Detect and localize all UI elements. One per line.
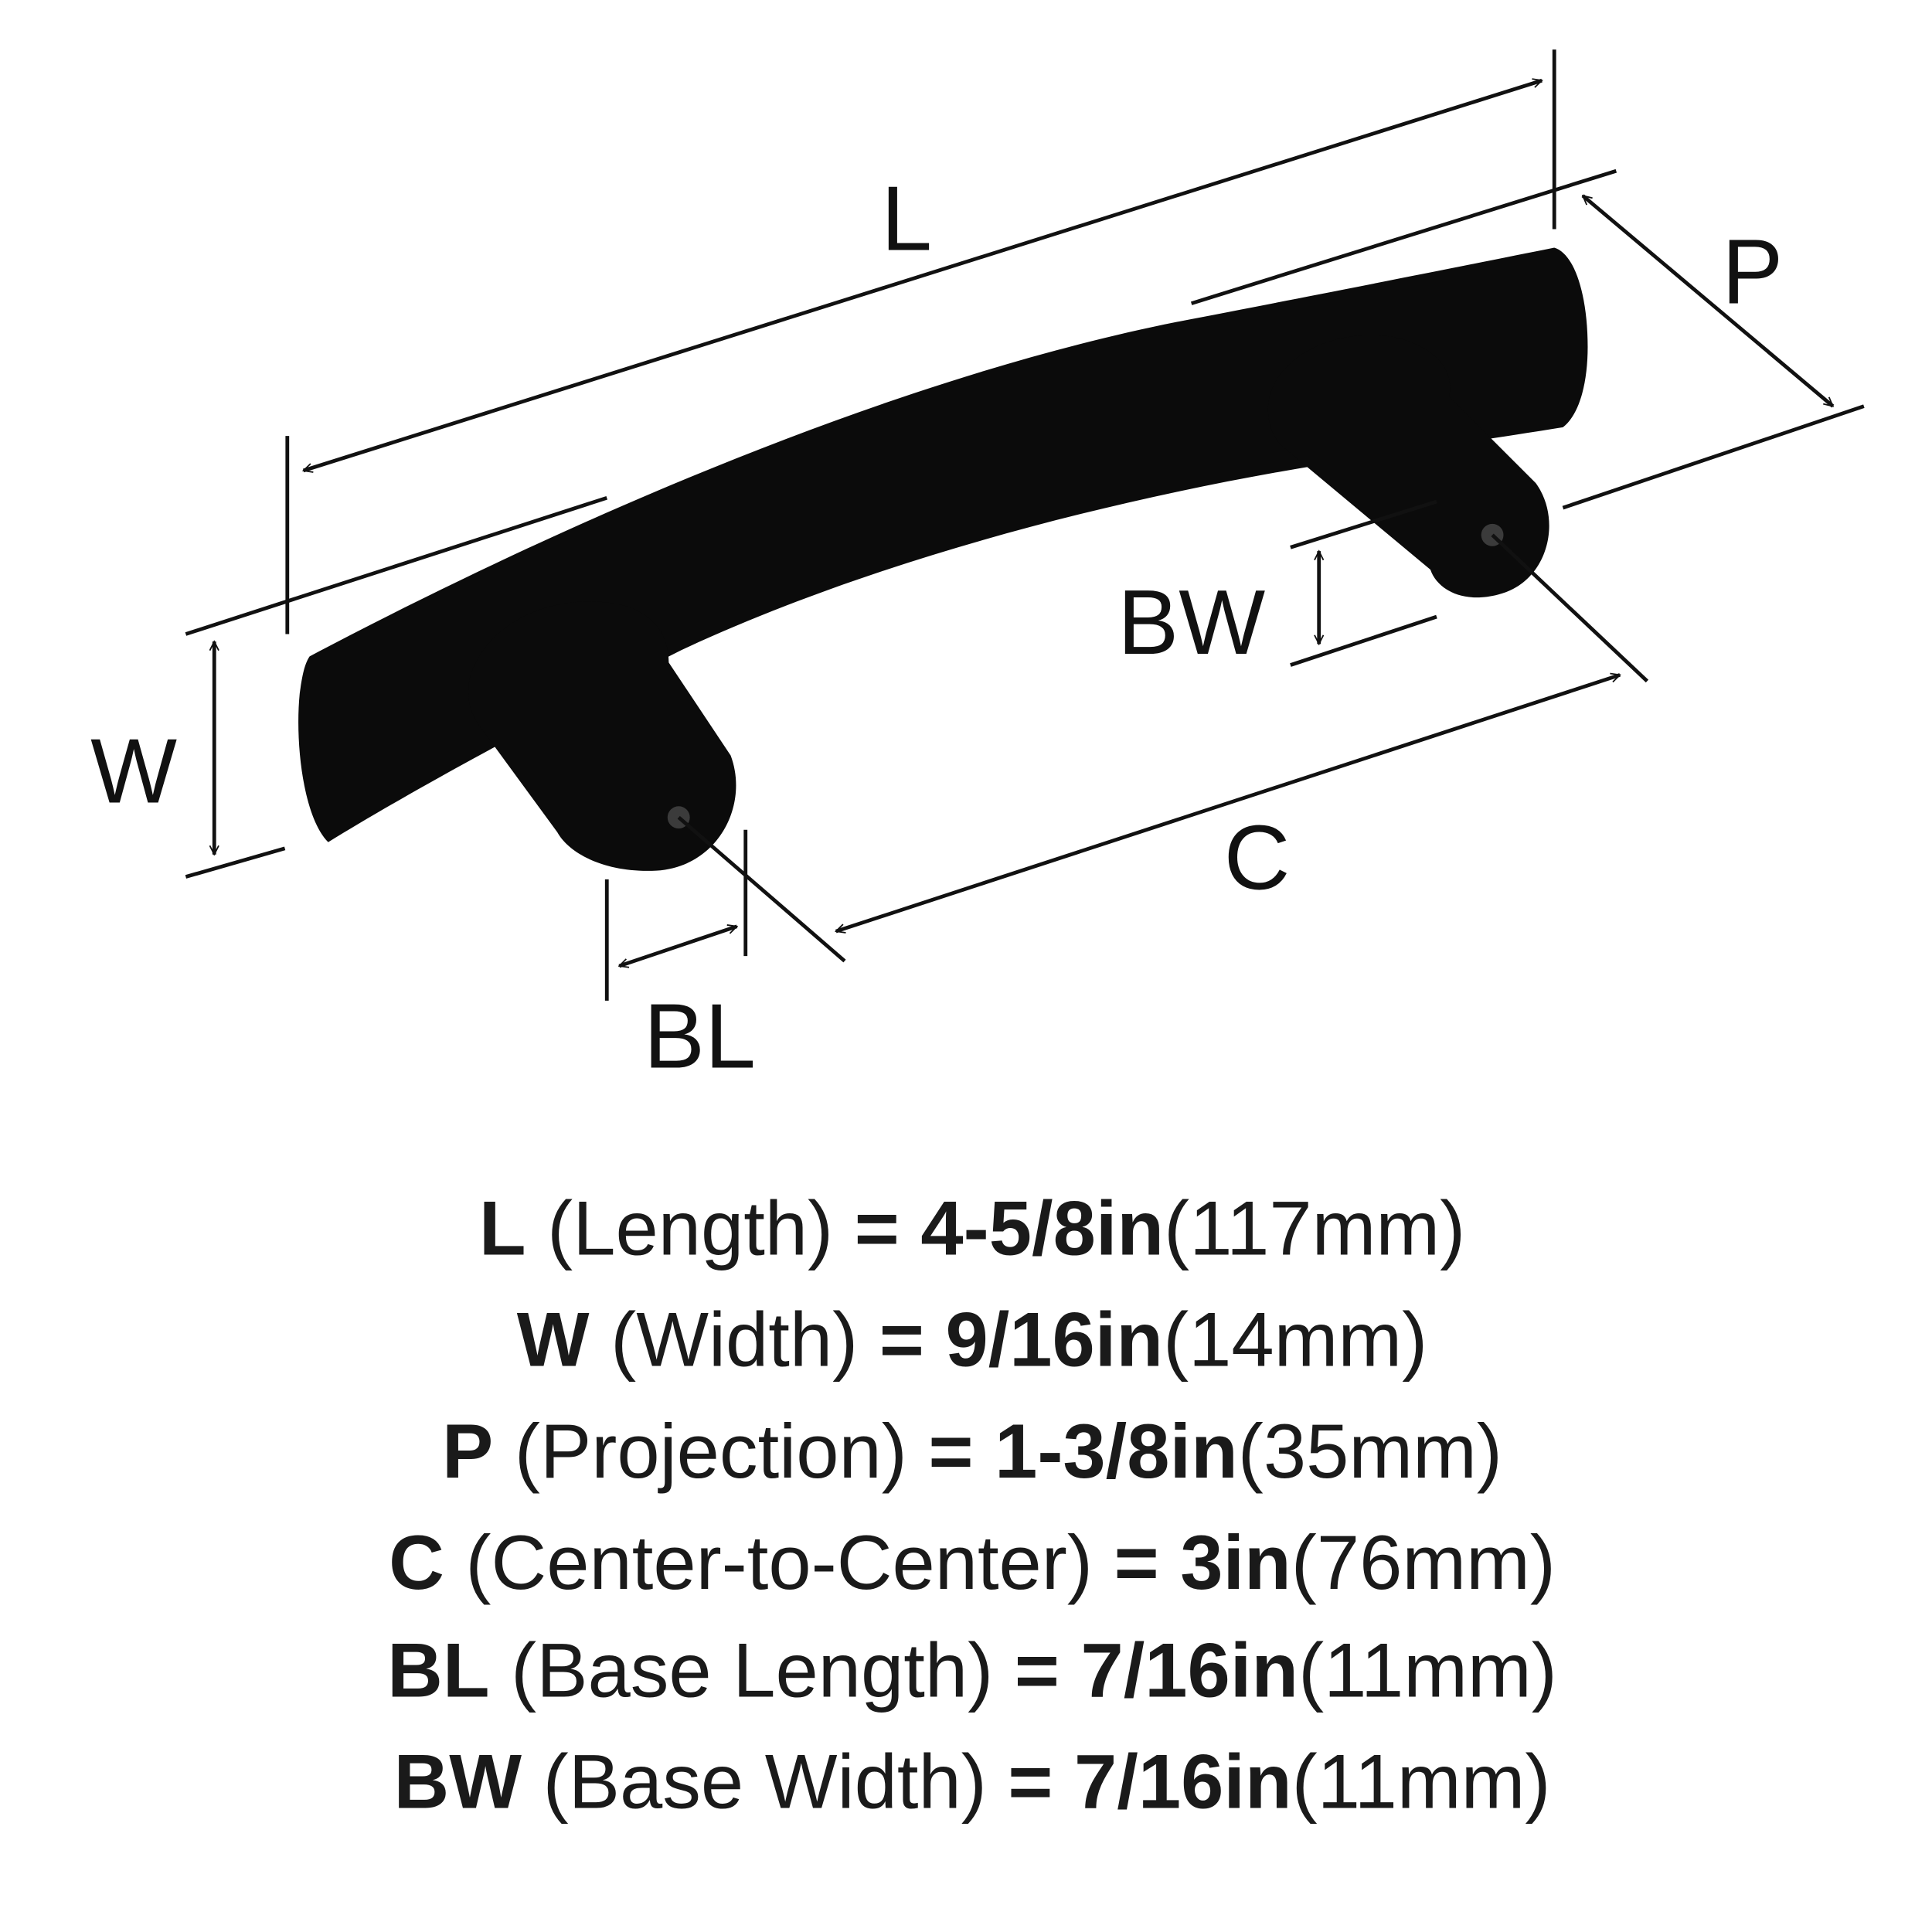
dimension-lines <box>185 49 1865 1001</box>
label-P: P <box>1722 222 1783 324</box>
handle-bar <box>298 247 1588 842</box>
label-C: C <box>1224 808 1291 910</box>
spec-row-width: W (Width) = 9/16in(14mm) <box>517 1298 1428 1383</box>
label-L: L <box>881 168 932 270</box>
label-W: W <box>90 720 177 822</box>
spec-row-base-width: BW (Base Width) = 7/16in(11mm) <box>394 1740 1551 1825</box>
spec-row-length: L (Length) = 4-5/8in(117mm) <box>479 1185 1465 1271</box>
spec-list: L (Length) = 4-5/8in(117mm) W (Width) = … <box>387 1185 1557 1825</box>
handle-post-left <box>468 601 736 871</box>
handle-illustration <box>298 247 1588 871</box>
spec-row-projection: P (Projection) = 1-3/8in(35mm) <box>442 1409 1502 1495</box>
label-BW: BW <box>1117 572 1265 674</box>
spec-row-center-to-center: C (Center-to-Center) = 3in(76mm) <box>389 1520 1556 1606</box>
label-BL: BL <box>644 985 756 1087</box>
spec-row-base-length: BL (Base Length) = 7/16in(11mm) <box>387 1628 1557 1714</box>
